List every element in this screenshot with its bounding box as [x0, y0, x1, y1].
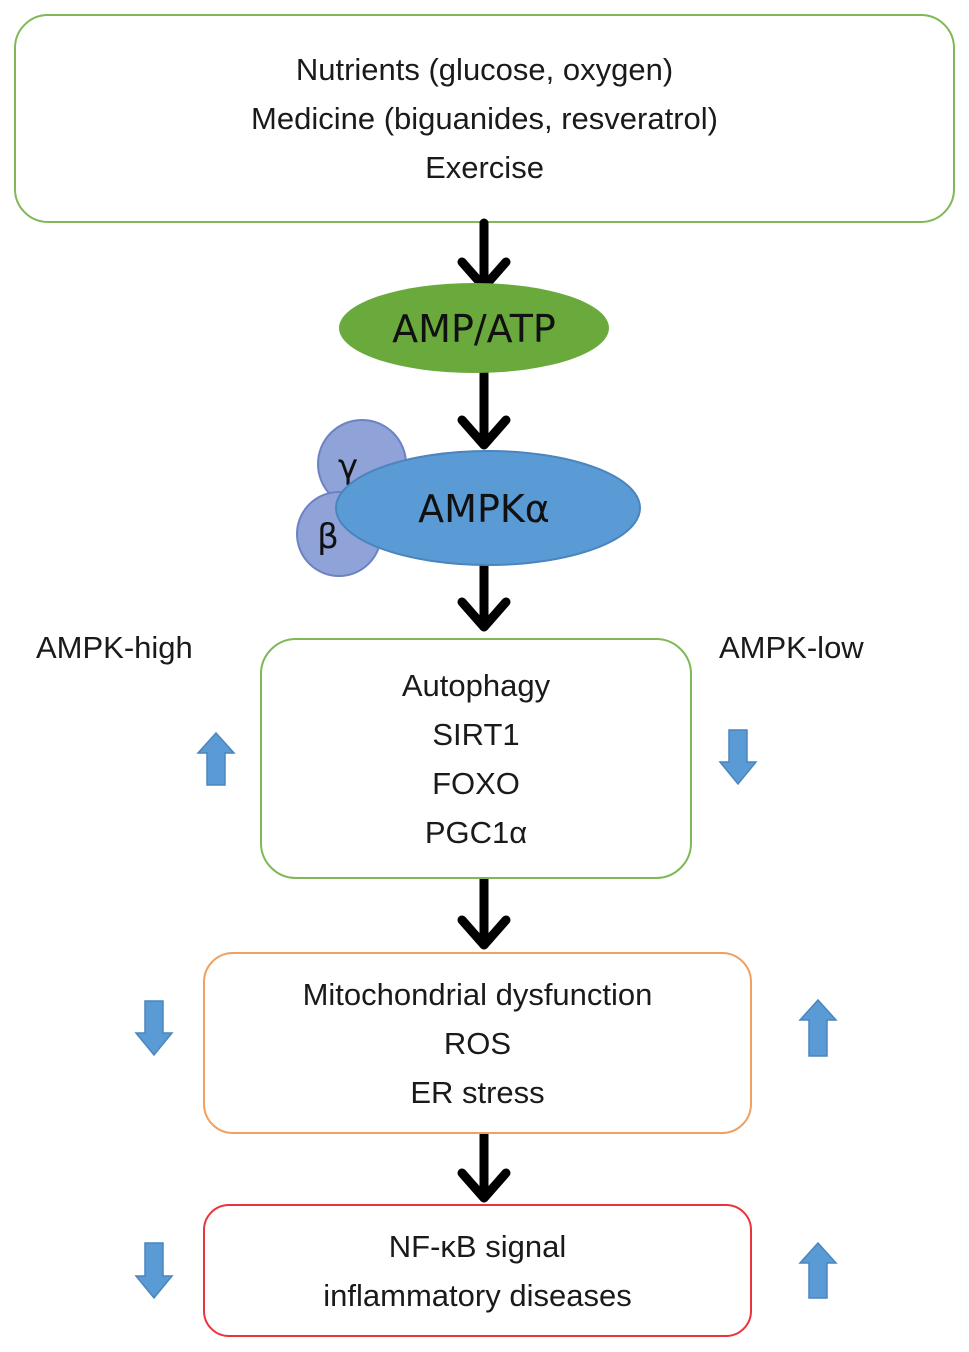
amp-atp-node [339, 283, 609, 373]
target-sirt1: SIRT1 [432, 716, 520, 752]
nfkb-right-up-arrow-icon [798, 1241, 838, 1299]
nfkb-left-down-arrow-icon [134, 1242, 174, 1300]
input-line-medicine: Medicine (biguanides, resveratrol) [251, 101, 718, 136]
ampk-beta-label: β [317, 517, 339, 557]
ampk-low-label: AMPK-low [719, 630, 864, 665]
nfkb-inflammation-box: NF-κB signal inflammatory diseases [203, 1204, 752, 1337]
stress-er: ER stress [410, 1074, 545, 1110]
stress-ros: ROS [443, 1025, 512, 1061]
amp-atp-label: AMP/ATP [392, 307, 556, 351]
nfkb-signal: NF-κB signal [388, 1228, 567, 1264]
targets-right-down-arrow-icon [718, 729, 758, 786]
stress-right-up-arrow-icon [798, 998, 838, 1057]
input-line-nutrients: Nutrients (glucose, oxygen) [295, 52, 674, 87]
inflammatory-diseases: inflammatory diseases [323, 1277, 632, 1313]
cellular-stress-box: Mitochondrial dysfunction ROS ER stress [203, 952, 752, 1134]
target-pgc1a: PGC1α [424, 814, 528, 850]
targets-left-up-arrow-icon [196, 731, 236, 786]
target-foxo: FOXO [432, 765, 520, 801]
flow-arrow-inputs-to-amp [457, 218, 511, 292]
inputs-box: Nutrients (glucose, oxygen) Medicine (bi… [14, 14, 955, 223]
downstream-targets-box: Autophagy SIRT1 FOXO PGC1α [260, 638, 692, 879]
target-autophagy: Autophagy [401, 667, 551, 703]
flow-arrow-ampk-to-targets [457, 555, 511, 632]
ampk-high-label: AMPK-high [36, 630, 193, 665]
ampk-alpha-label: AMPKα [418, 487, 550, 531]
stress-mitochondrial: Mitochondrial dysfunction [302, 976, 653, 1012]
flow-arrow-stress-to-nfkb [457, 1129, 511, 1203]
ampk-alpha-node [335, 450, 641, 566]
ampk-gamma-label: γ [338, 447, 358, 487]
flow-arrow-targets-to-stress [457, 874, 511, 950]
input-line-exercise: Exercise [425, 150, 544, 185]
stress-left-down-arrow-icon [134, 1000, 174, 1057]
flow-arrow-amp-to-ampk [457, 365, 511, 450]
